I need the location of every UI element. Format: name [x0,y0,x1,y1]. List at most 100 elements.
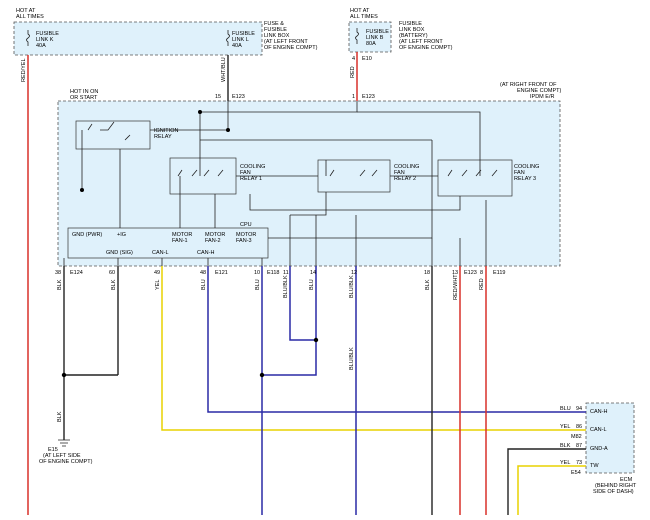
ecm-can-l: CAN-L [590,427,607,433]
pin-14: 14 [310,270,316,276]
cooling-fan-relay-2-contacts [329,169,378,177]
gnd-pwr-label: GND (PWR) [72,232,102,238]
conn-e123-1-pin: 1 [352,94,355,100]
fusible-link-k-label-3: 40A [36,43,46,49]
ecm-wire-yel-86: YEL [560,424,570,430]
battery-box-label-3: (BATTERY) [399,33,428,39]
cooling-fan-relay-3-box [437,159,513,197]
conn-e118: E118 [267,270,279,276]
cfr2-label-2: FAN [394,170,405,176]
pin-11: 11 [283,270,289,276]
battery-box-label-1: FUSIBLE [399,21,422,27]
wire-label-blk-ground: BLK [57,411,63,422]
wire-label-red-yel: RED/YEL [21,58,27,82]
splice-dot-ipdm-2 [198,110,202,114]
ecm-wire-blk-87: BLK [560,443,571,449]
splice-dot-ipdm-3 [80,188,84,192]
pin-18: 18 [424,270,430,276]
wire-label-red-top: RED [350,66,356,78]
ipdm-label-1: (AT RIGHT FRONT OF [500,82,557,88]
motor-fan2-label-1: MOTOR [205,232,225,238]
cfr3-label-3: RELAY 3 [514,176,536,182]
ignition-relay-label-1: IGNITION [154,128,178,134]
cfr3-label-2: FAN [514,170,525,176]
ecm-m82: M82 [571,434,582,440]
ecm-gnd-a: GND-A [590,446,608,452]
wire-label-blk-18: BLK [425,279,431,290]
ecm-box [585,402,635,474]
ecm-wire-blu: BLU [560,406,571,412]
pin-12: 12 [351,270,357,276]
ipdm-feed-1 [199,101,358,176]
ecm-e54: E54 [571,470,581,476]
plus-ig-label: +IG [117,232,126,238]
battery-box-label-4: (AT LEFT FRONT [399,39,443,45]
can-h-label: CAN-H [197,250,214,256]
ecm-label-2: (BEHIND RIGHT [595,483,637,489]
wire-blu-blk-11 [289,266,316,341]
wire-label-blk-38: BLK [57,279,63,290]
fusible-link-b-symbol [355,28,359,44]
ignition-relay-label-2: RELAY [154,134,172,140]
fusible-link-k-label-2: LINK K [36,37,54,43]
gnd-sig-label: GND (SIG) [106,250,133,256]
wire-label-red-wht-13: RED/WHT [453,274,459,300]
ecm-pin-87: 87 [576,443,582,449]
fuse-fusible-link-box [13,21,263,56]
conn-e123-15-pin: 15 [215,94,221,100]
cfr1-label-3: RELAY 1 [240,176,262,182]
cfr1-label-1: COOLING [240,164,265,170]
wire-blk-ecm-87 [507,448,586,515]
fuse-box-label-5: OF ENGINE COMPT) [264,45,318,51]
wire-label-blu-blk-12: BLU/BLK [349,275,355,298]
wire-label-wht-blu: WHT/BLU [221,57,227,82]
ipdm-pin-stubs-right [289,200,487,266]
ecm-tw: TW [590,463,599,469]
ecm-pin-86: 86 [576,424,582,430]
pin-38: 38 [55,270,61,276]
conn-e119: E119 [493,270,505,276]
conn-e124: E124 [70,270,83,276]
wire-blu-48 [207,266,586,413]
fuse-box-label-2: FUSIBLE [264,27,287,33]
cpu-label: CPU [240,222,252,228]
conn-e10-name: E10 [362,56,372,62]
ecm-label-3: SIDE OF DASH) [593,489,634,495]
fusible-link-l-label-3: 40A [232,43,242,49]
wire-blk-38 [63,266,118,376]
ignition-relay-box [75,120,151,150]
cooling-fan-relay-3-contacts [447,169,498,177]
splice-dot-ground [61,372,67,378]
motor-fan1-label-2: FAN-1 [172,238,188,244]
cfr1-label-2: FAN [240,170,251,176]
wire-label-blu-10: BLU [255,279,261,290]
fusible-link-l-label-2: LINK L [232,37,249,43]
conn-e123-1-name: E123 [362,94,375,100]
wire-label-red-8: RED [479,278,485,290]
pin-49: 49 [154,270,160,276]
ignition-relay-contacts [87,121,131,141]
motor-fan1-label-1: MOTOR [172,232,192,238]
fusible-link-l-symbol [226,30,230,46]
ipdm-motor-fan3-line [249,194,461,211]
conn-e123-bottom: E123 [464,270,477,276]
ipdm-feed-relay3 [357,111,481,176]
hot-in-on-label-1: HOT IN ON [70,89,98,95]
hot-label-left-1: HOT AT [16,8,36,14]
hot-label-left-2: ALL TIMES [16,14,44,20]
pin-8: 8 [480,270,483,276]
splice-dot-ipdm-1 [226,128,230,132]
hot-label-right-2: ALL TIMES [350,14,378,20]
fuse-box-label-4: (AT LEFT FRONT [264,39,308,45]
wire-label-blk-60: BLK [111,279,117,290]
cooling-fan-relay-1-contacts [177,169,224,177]
ecm-wire-yel-73: YEL [560,460,570,466]
splice-dot-blu [259,372,265,378]
fusible-link-k-symbol [26,30,30,46]
ecm-label-1: ECM [620,477,633,483]
ipdm-pin-stubs-left [63,258,263,266]
fusible-link-k-label-1: FUSIBLE [36,31,59,37]
ecm-pin-94: 94 [576,406,582,412]
can-l-label: CAN-L [152,250,169,256]
